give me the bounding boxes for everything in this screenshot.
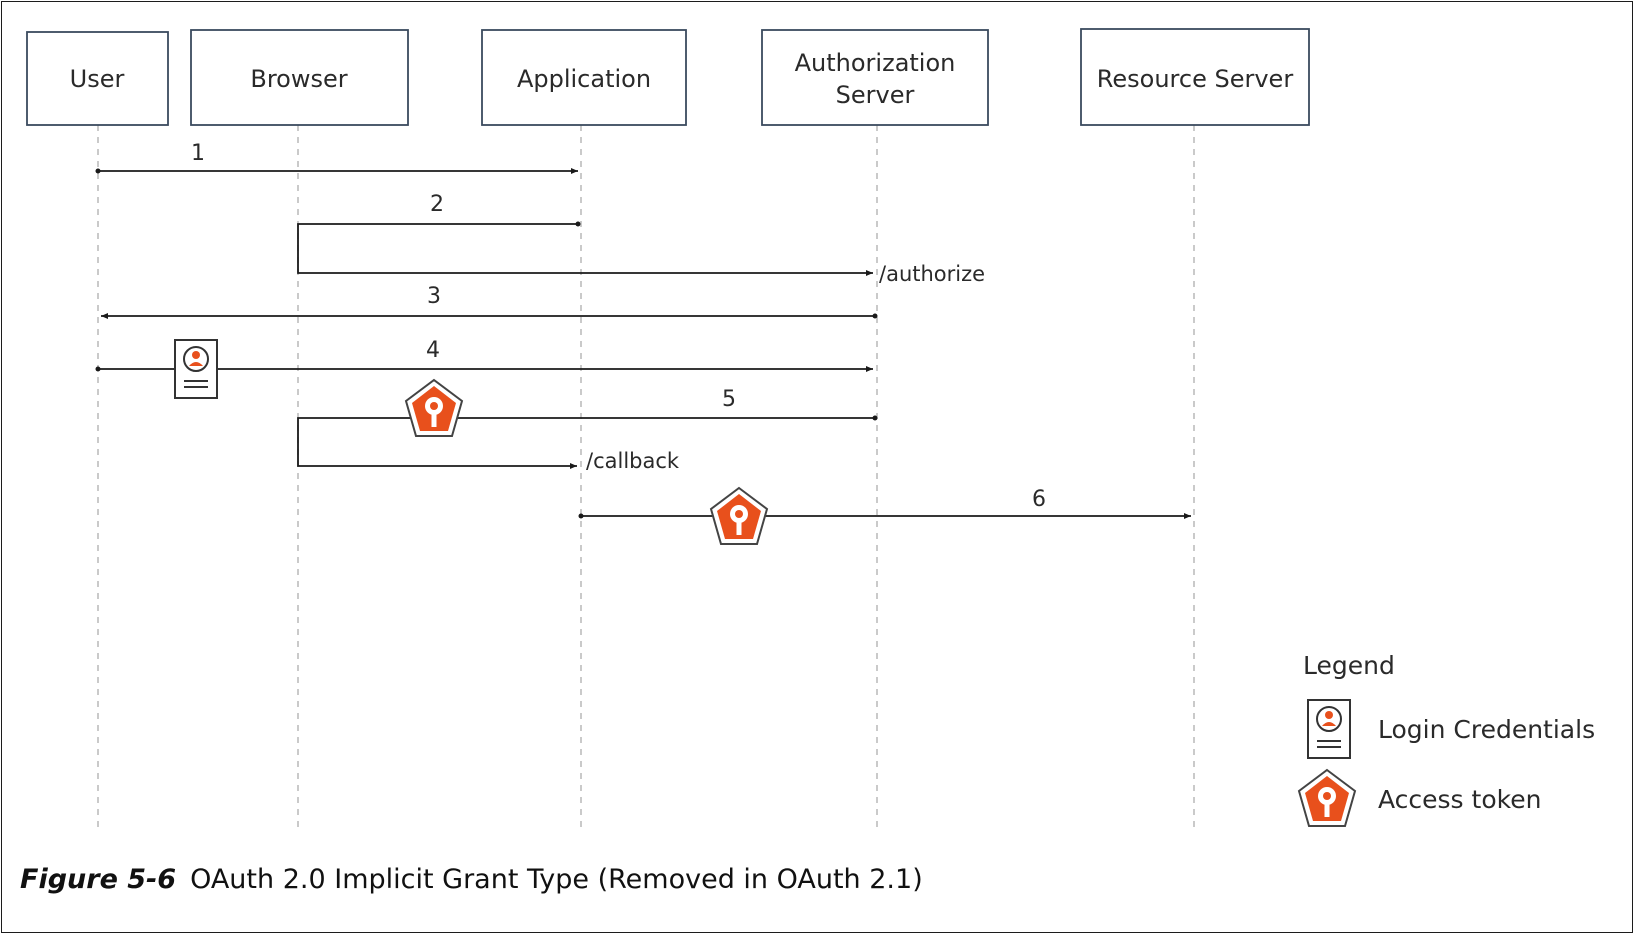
step-2: 2 /authorize: [297, 192, 985, 286]
access-token-icon: [1298, 769, 1356, 827]
legend-title: Legend: [1303, 651, 1395, 680]
actor-label: Browser: [250, 65, 347, 93]
step-6: 6: [578, 487, 1191, 545]
step-arrow: [297, 417, 875, 469]
step-1: 1: [95, 141, 578, 174]
step-number: 5: [722, 387, 736, 412]
figure-caption: Figure 5-6 OAuth 2.0 Implicit Grant Type …: [20, 864, 923, 895]
step-number: 2: [430, 192, 444, 217]
legend-item-label: Access token: [1378, 785, 1541, 814]
actor-box: [1080, 28, 1310, 126]
access-token-icon: [405, 379, 463, 437]
actor-label: User: [70, 65, 125, 93]
actor-resource-server: Resource Server: [1080, 28, 1310, 126]
login-credentials-icon: [1307, 699, 1351, 759]
actor-authorization-server: Authorization Server: [761, 29, 989, 126]
actor-application: Application: [481, 29, 687, 126]
sequence-diagram: User Browser Application Authorization S…: [26, 28, 1595, 830]
step-4: 4: [95, 338, 873, 399]
actor-box: [761, 29, 989, 126]
actor-box: [26, 31, 169, 126]
step-number: 3: [427, 284, 441, 309]
actor-label-line-2: Server: [836, 81, 915, 109]
authorize-endpoint-label: /authorize: [879, 262, 985, 286]
legend: Legend Login Credentials Access token: [1298, 651, 1595, 827]
legend-item-label: Login Credentials: [1378, 715, 1595, 744]
step-number: 6: [1032, 487, 1046, 512]
step-number: 1: [191, 141, 205, 166]
step-number: 4: [426, 338, 440, 363]
figure-number: Figure 5-6: [20, 864, 177, 895]
actor-label: Application: [517, 65, 651, 93]
access-token-icon: [710, 487, 768, 545]
actor-label: Resource Server: [1097, 65, 1294, 93]
step-5: 5 /callback: [297, 379, 878, 473]
caption-text: OAuth 2.0 Implicit Grant Type (Removed i…: [190, 864, 923, 895]
actor-box: [190, 29, 409, 126]
login-credentials-icon: [174, 339, 218, 399]
step-arrow: [297, 223, 873, 276]
callback-endpoint-label: /callback: [586, 449, 680, 473]
step-3: 3: [101, 284, 878, 319]
actor-label-line-1: Authorization: [795, 49, 956, 77]
actor-browser: Browser: [190, 29, 409, 126]
lifelines: [97, 125, 1195, 830]
actor-user: User: [26, 31, 169, 126]
actor-box: [481, 29, 687, 126]
